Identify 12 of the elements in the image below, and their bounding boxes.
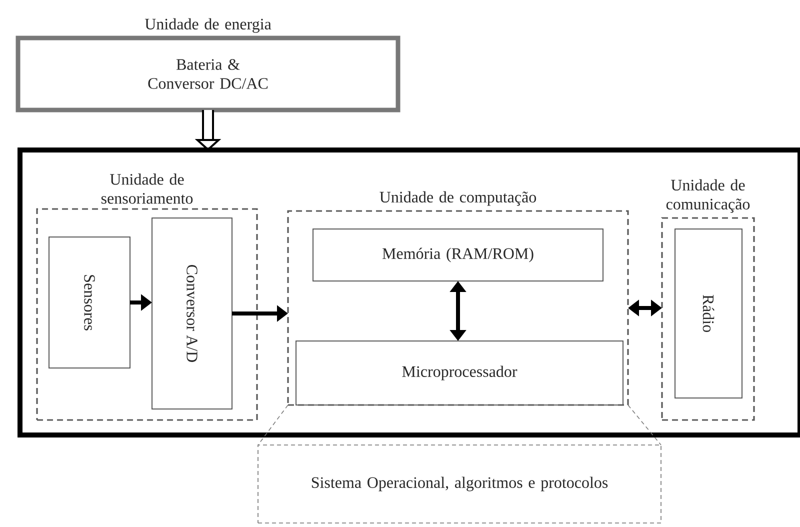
unit-heading: Unidade de computação — [380, 191, 536, 206]
unit-heading: Unidade de comunicação — [666, 179, 750, 213]
component-box: Memória (RAM/ROM) — [312, 228, 604, 282]
software-box: Sistema Operacional, algoritmos e protocolos — [258, 444, 662, 524]
unit-heading: Unidade de energia — [144, 18, 272, 33]
component-box: Conversor A/D — [152, 218, 232, 410]
sensor-node-frame — [18, 148, 800, 438]
component-box: Rádio — [674, 228, 742, 398]
component-box: Sensores — [48, 236, 130, 368]
component-box: Microprocessador — [296, 340, 624, 406]
unit-heading: Unidade de sensoriamento — [101, 174, 193, 204]
power-unit-box: Bateria & Conversor DC/AC — [16, 36, 400, 112]
